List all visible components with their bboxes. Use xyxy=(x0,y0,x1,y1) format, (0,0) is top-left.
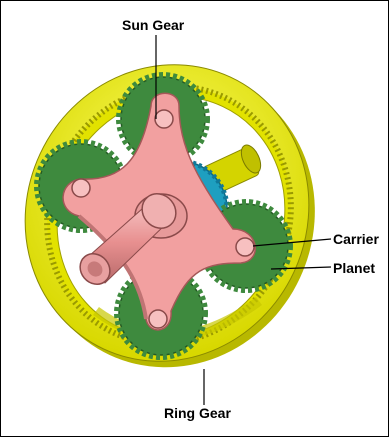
label-planet: Planet xyxy=(333,260,375,276)
label-ring-gear: Ring Gear xyxy=(164,405,231,421)
label-carrier: Carrier xyxy=(333,231,379,247)
label-sun-gear: Sun Gear xyxy=(122,17,184,33)
